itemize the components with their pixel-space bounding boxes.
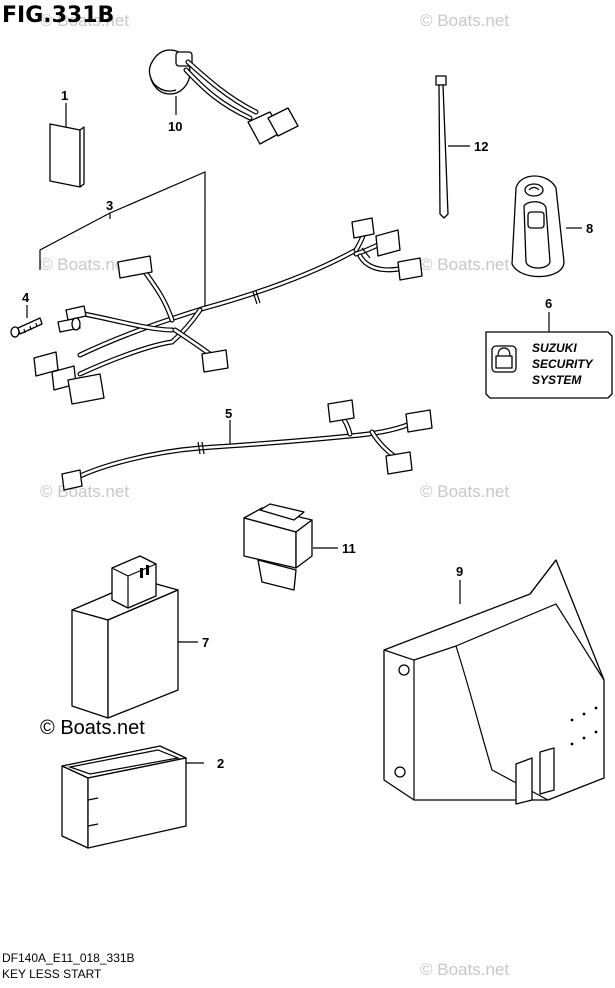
callout-2: 2 [217, 756, 224, 771]
callout-7: 7 [202, 635, 209, 650]
callout-5: 5 [225, 406, 232, 421]
part-10-sensor [148, 49, 299, 145]
callout-1: 1 [61, 88, 68, 103]
figure-code: DF140A_E11_018_331B [2, 951, 135, 965]
watermark: © Boats.net [40, 11, 129, 30]
security-label-line3: SYSTEM [532, 373, 582, 387]
part-1-label-plate [49, 103, 85, 188]
callouts: 1 2 3 4 5 6 7 8 9 10 11 12 [22, 88, 593, 771]
part-9-bracket [383, 559, 605, 805]
callout-11: 11 [342, 541, 356, 556]
security-label-line2: SECURITY [532, 357, 594, 371]
callout-12: 12 [474, 139, 488, 154]
callout-6: 6 [545, 296, 552, 311]
part-7-control-module [71, 555, 198, 719]
part-3-main-harness [33, 171, 423, 405]
watermark: © Boats.net [420, 255, 509, 274]
callout-3: 3 [106, 198, 113, 213]
figure-title: FIG.331B [2, 3, 114, 28]
callout-8: 8 [586, 221, 593, 236]
watermark: © Boats.net [420, 482, 509, 501]
watermark: © Boats.net [420, 11, 509, 30]
watermark: © Boats.net [40, 482, 129, 501]
figure-caption: KEY LESS START [2, 967, 102, 981]
part-4-screw [10, 305, 43, 338]
callout-4: 4 [22, 290, 30, 305]
callout-9: 9 [456, 564, 463, 579]
watermark-dark: © Boats.net [40, 717, 145, 739]
part-12-cable-tie [435, 75, 470, 219]
callout-10: 10 [168, 119, 182, 134]
part-5-harness [61, 399, 433, 491]
security-label-line1: SUZUKI [532, 341, 577, 355]
part-8-key-fob [511, 175, 582, 278]
watermark: © Boats.net [420, 960, 509, 979]
part-11-relay [243, 503, 338, 591]
watermark: © Boats.net [40, 255, 129, 274]
part-2-holder [61, 745, 204, 849]
part-6-security-label: SUZUKI SECURITY SYSTEM [485, 312, 613, 399]
